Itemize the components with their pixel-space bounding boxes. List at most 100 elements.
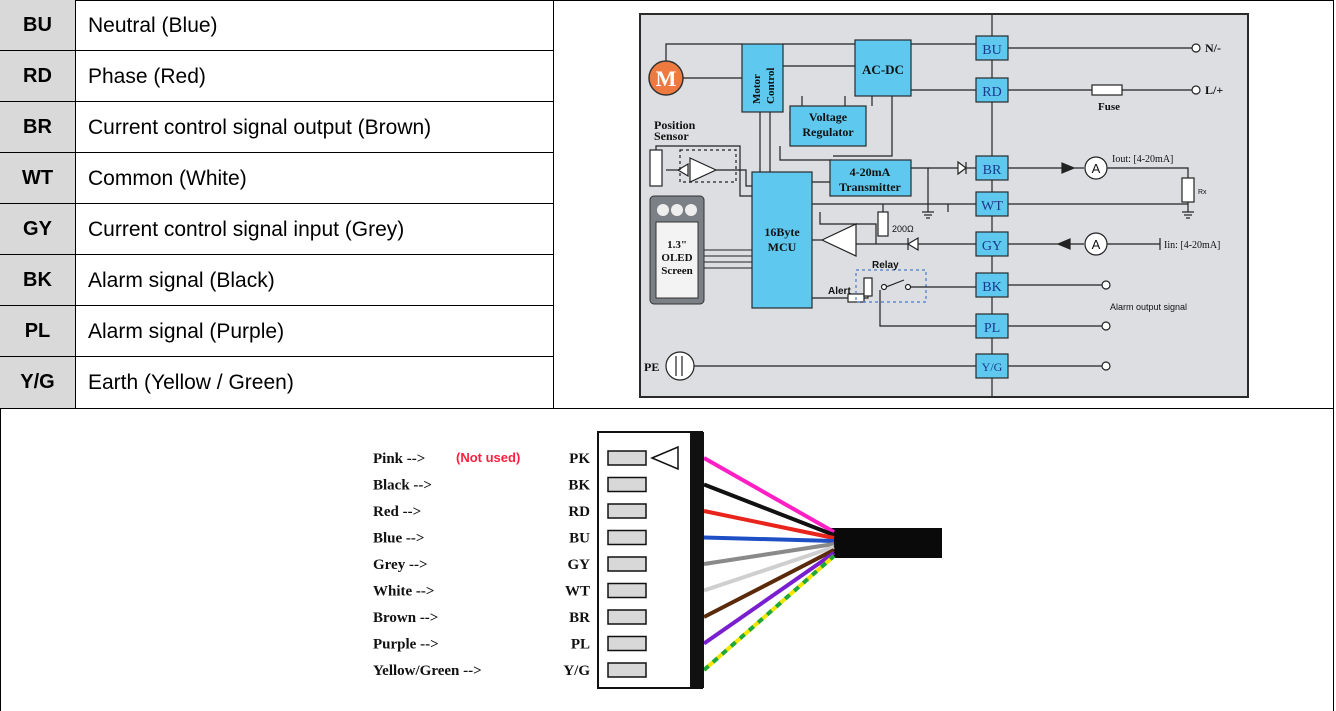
voltage-regulator-block xyxy=(789,105,867,147)
voltage-regulator-label: Voltage xyxy=(809,110,848,124)
position-sensor-label: Sensor xyxy=(654,129,689,143)
transmitter-block xyxy=(829,159,912,197)
wire-color-label: Brown --> xyxy=(373,610,438,626)
terminal-label: RD xyxy=(982,85,1001,100)
wire-color-label: Yellow/Green --> xyxy=(373,663,482,679)
wire-color-label: Blue --> xyxy=(373,531,424,547)
cell-divider xyxy=(75,0,76,51)
pin-slot xyxy=(607,556,647,572)
wire-color-label: Red --> xyxy=(373,504,421,520)
pin-slot xyxy=(607,582,647,599)
wire-color-label: Grey --> xyxy=(373,557,428,573)
terminal-br xyxy=(975,155,1009,181)
motor-label: M xyxy=(656,66,677,91)
legend-code: PL xyxy=(0,306,75,357)
wire-code-label: BU xyxy=(569,531,590,547)
motor-control-block xyxy=(741,43,784,113)
pin-slot xyxy=(607,529,647,546)
legend-desc: Earth (Yellow / Green) xyxy=(88,370,294,394)
position-sensor-label: Position xyxy=(654,118,696,132)
row-line xyxy=(0,254,553,255)
legend-row: BU Neutral (Blue) xyxy=(0,0,553,51)
row-line xyxy=(0,50,553,51)
transmitter-label: 4-20mA xyxy=(850,165,891,179)
rx-label: Rx xyxy=(1198,189,1207,196)
ammeter-icon: A xyxy=(1092,161,1101,176)
mcu-label: 16Byte xyxy=(764,225,800,239)
legend-desc: Phase (Red) xyxy=(88,64,206,88)
wire-lines xyxy=(702,456,836,672)
cell-divider xyxy=(75,153,76,204)
alarm-output-label: Alarm output signal xyxy=(1110,302,1187,312)
acdc-block xyxy=(854,39,912,97)
terminal-label: BK xyxy=(982,280,1001,295)
terminal-label: GY xyxy=(982,239,1002,254)
terminal-pl xyxy=(975,313,1009,339)
iin-label: Iin: [4-20mA] xyxy=(1164,240,1220,251)
legend-desc: Current control signal output (Brown) xyxy=(88,115,432,139)
oled-label: OLED xyxy=(661,252,692,264)
resistor-label: 200Ω xyxy=(892,224,914,234)
legend-desc: Neutral (Blue) xyxy=(88,13,218,37)
legend-row: GY Current control signal input (Grey) xyxy=(0,204,553,255)
wire-line xyxy=(702,551,836,646)
mcu-block xyxy=(751,171,813,309)
cable-bundle xyxy=(828,528,942,558)
terminal-wt xyxy=(975,191,1009,217)
legend-row: BK Alarm signal (Black) xyxy=(0,255,553,306)
oled-label: Screen xyxy=(661,265,693,277)
wire-line-stripe xyxy=(702,554,836,672)
pin1-marker-icon xyxy=(650,445,679,471)
wire-code-label: Y/G xyxy=(563,663,590,679)
legend-row: WT Common (White) xyxy=(0,153,553,204)
legend-code: GY xyxy=(0,204,75,255)
row-line xyxy=(0,203,553,204)
row-line xyxy=(0,305,553,306)
legend-desc: Common (White) xyxy=(88,166,247,190)
terminal-yg xyxy=(975,353,1009,379)
terminal-rd xyxy=(975,77,1009,103)
legend-row: Y/G Earth (Yellow / Green) xyxy=(0,357,553,408)
pin-slot xyxy=(607,476,647,493)
wire-line xyxy=(703,545,835,593)
relay-label: Relay xyxy=(872,260,899,271)
cell-divider xyxy=(75,204,76,255)
terminal-label: WT xyxy=(981,199,1003,214)
wire-code-label: BR xyxy=(569,610,590,626)
wire-line xyxy=(703,542,835,566)
legend-code: BK xyxy=(0,255,75,306)
cell-divider xyxy=(75,51,76,102)
legend-code: Y/G xyxy=(0,357,75,408)
motor-control-label: Control xyxy=(765,68,777,104)
wire-line xyxy=(703,548,835,619)
legend-row: BR Current control signal output (Brown) xyxy=(0,102,553,153)
pin-slot xyxy=(607,609,647,625)
oled-screen-icon xyxy=(649,195,752,305)
row-line xyxy=(0,152,553,153)
cell-divider xyxy=(75,357,76,408)
terminal-bu xyxy=(975,35,1009,61)
wire-line xyxy=(703,456,835,534)
pin-slot xyxy=(607,662,647,678)
pin-slot xyxy=(607,635,647,652)
cell-divider xyxy=(75,102,76,153)
wire-legend-table: BU Neutral (Blue) RD Phase (Red) BR Curr… xyxy=(0,0,553,408)
pe-label: PE xyxy=(644,360,659,374)
legend-code: RD xyxy=(0,51,75,102)
wire-code-label: GY xyxy=(568,557,591,573)
mcu-label: MCU xyxy=(768,240,797,254)
neutral-label: N/- xyxy=(1205,41,1221,55)
legend-row: PL Alarm signal (Purple) xyxy=(0,306,553,357)
row-line xyxy=(0,356,553,357)
iout-label: Iout: [4-20mA] xyxy=(1112,154,1173,165)
row-divider xyxy=(0,408,1334,409)
legend-code: WT xyxy=(0,153,75,204)
cell-divider xyxy=(75,306,76,357)
phase-label: L/+ xyxy=(1205,83,1223,97)
cell-divider xyxy=(75,255,76,306)
legend-desc: Current control signal input (Grey) xyxy=(88,217,405,241)
terminal-label: PL xyxy=(984,321,1000,336)
wire-line xyxy=(703,482,835,537)
wire-code-label: RD xyxy=(568,504,590,520)
legend-code: BU xyxy=(0,0,75,51)
